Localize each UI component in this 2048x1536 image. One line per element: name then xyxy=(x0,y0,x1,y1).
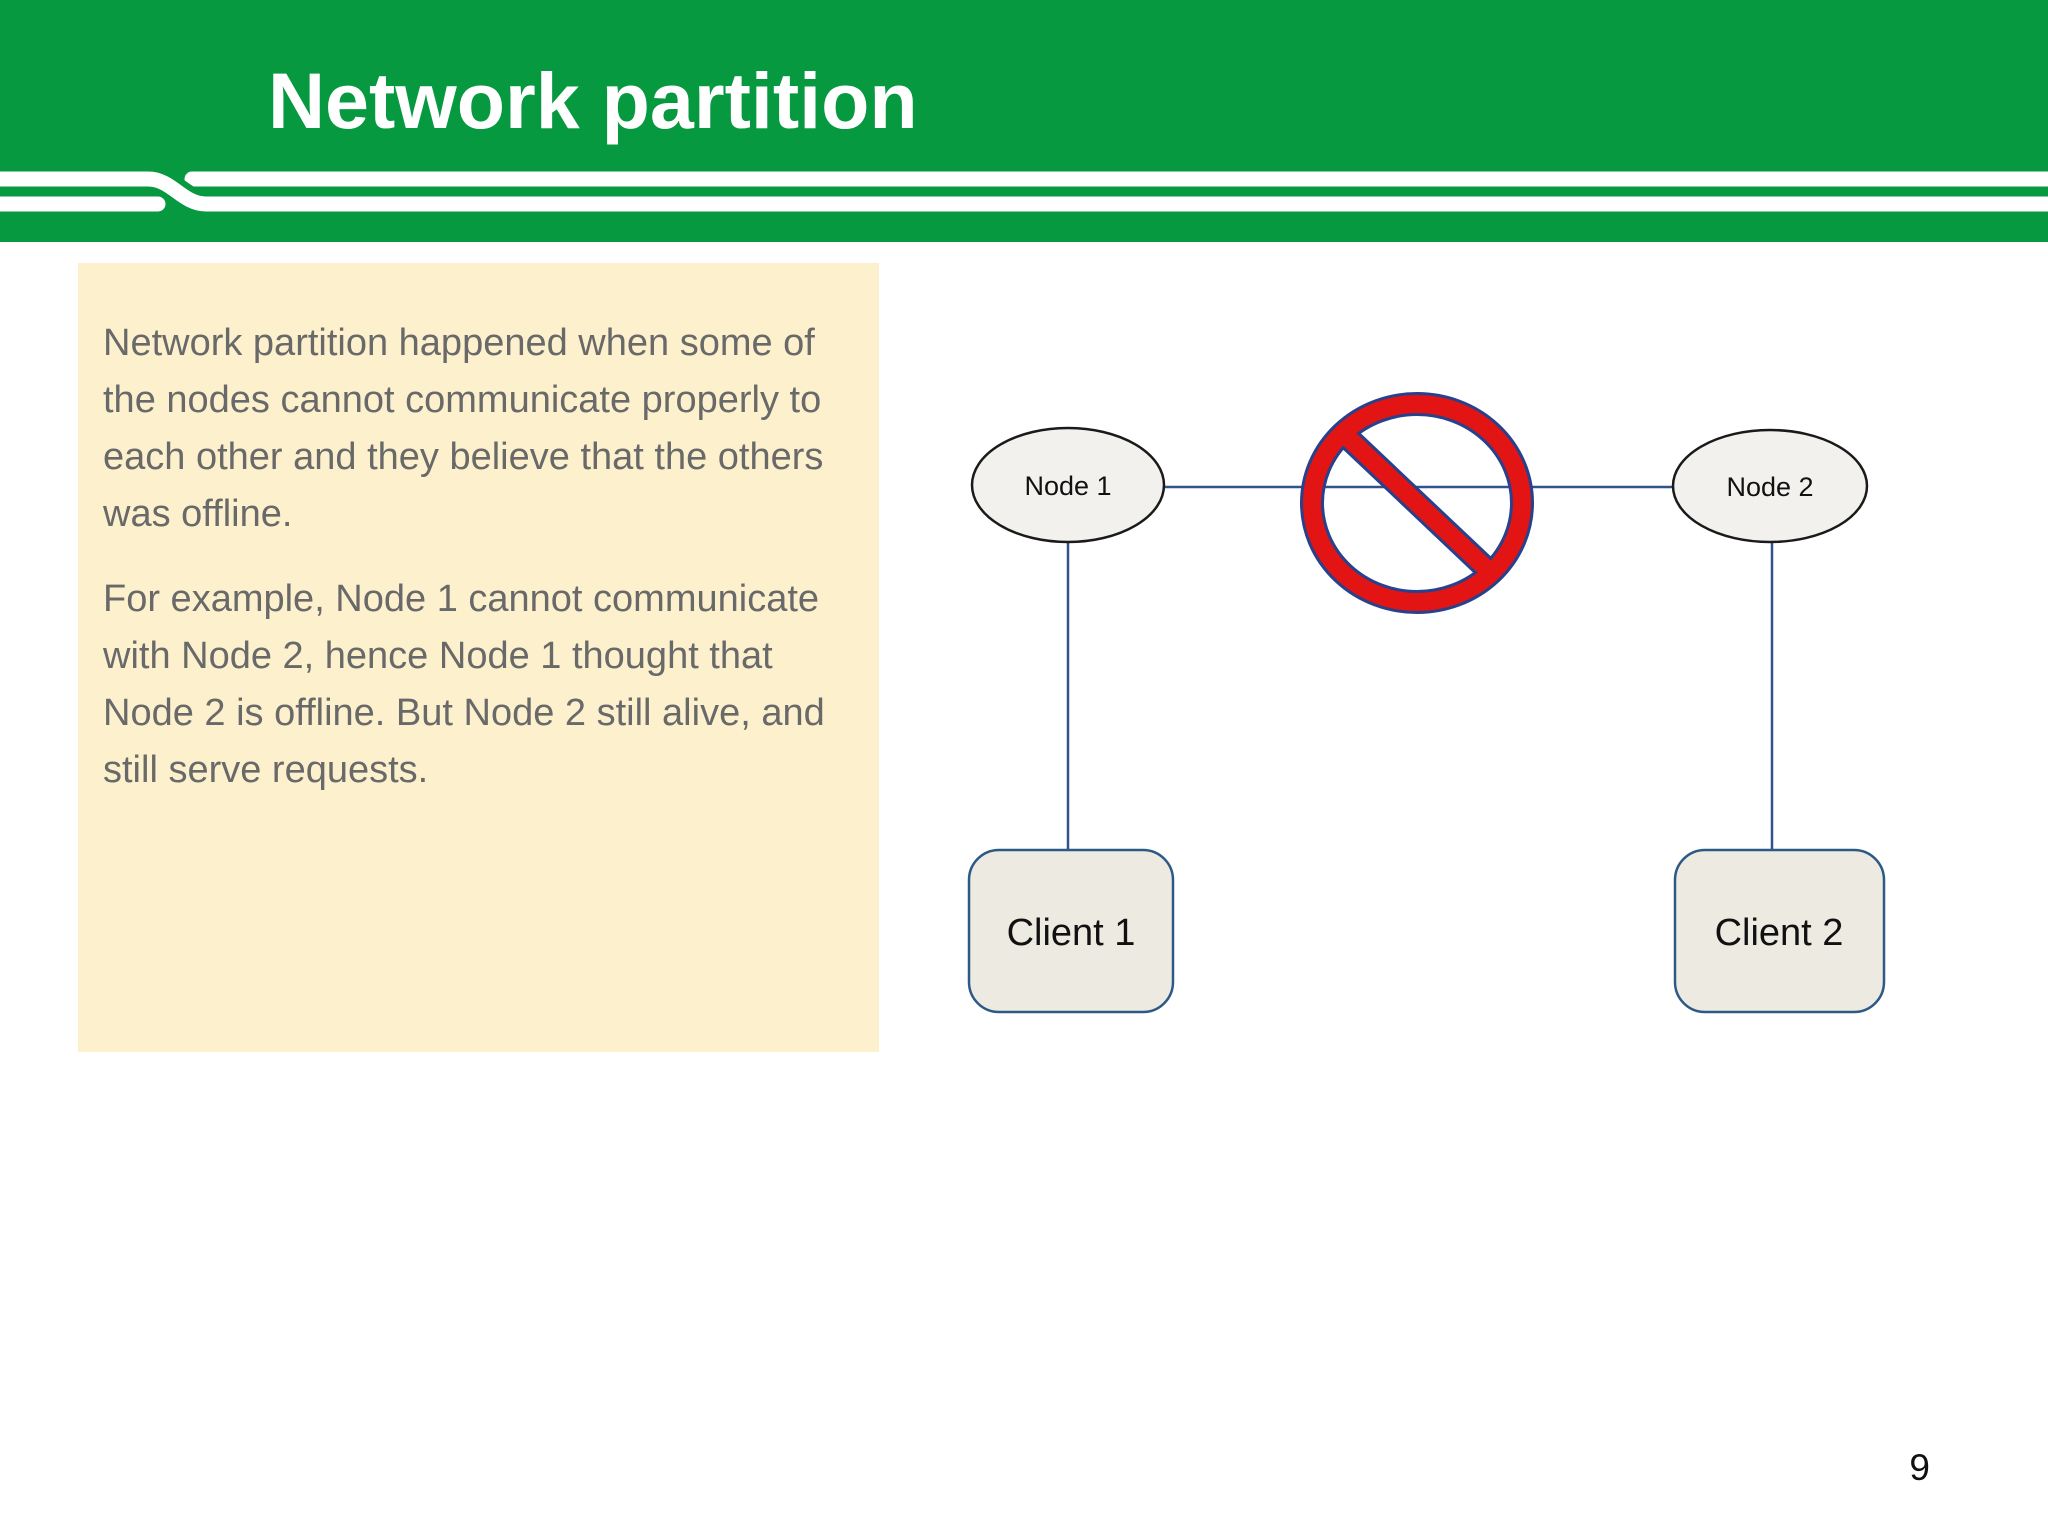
info-box: Network partition happened when some of … xyxy=(78,263,879,1052)
client-2-box xyxy=(1673,848,1886,1014)
text-line: For example, Node 1 cannot communicate xyxy=(103,578,820,620)
client-2-label: Client 2 xyxy=(1715,912,1844,954)
text-line: with Node 2, hence Node 1 thought that xyxy=(103,635,773,677)
client-1-box xyxy=(967,848,1175,1014)
node-1-label: Node 1 xyxy=(1024,471,1111,501)
client-2: Client 2 xyxy=(1673,848,1886,1014)
node-1: Node 1 xyxy=(970,426,1166,544)
swoosh-stripes-decoration xyxy=(0,165,2048,218)
text-line: each other and they believe that the oth… xyxy=(103,436,824,478)
node-2: Node 2 xyxy=(1671,428,1869,544)
text-line: Network partition happened when some of xyxy=(103,322,815,364)
info-paragraph-1: Network partition happened when some of … xyxy=(103,315,859,543)
no-entry-icon xyxy=(1300,392,1534,614)
info-paragraph-2: For example, Node 1 cannot communicate w… xyxy=(103,571,859,799)
slide-title: Network partition xyxy=(268,56,918,145)
page-number: 9 xyxy=(1909,1447,1930,1488)
text-line: the nodes cannot communicate properly to xyxy=(103,379,822,421)
node-2-ellipse xyxy=(1671,428,1869,544)
text-line: Node 2 is offline. But Node 2 still aliv… xyxy=(103,692,825,734)
client-1: Client 1 xyxy=(967,848,1175,1014)
client-1-label: Client 1 xyxy=(1007,912,1136,954)
text-line: was offline. xyxy=(103,493,293,535)
text-line: still serve requests. xyxy=(103,749,429,791)
node-1-ellipse xyxy=(970,426,1166,544)
header-band: Network partition xyxy=(0,0,2048,242)
node-2-label: Node 2 xyxy=(1726,472,1813,502)
